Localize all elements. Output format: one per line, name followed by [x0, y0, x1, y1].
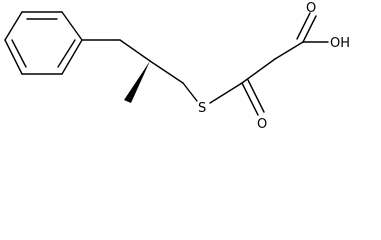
- stereo-wedge-methyl: [124, 61, 150, 103]
- bond-chiral-ch2: [149, 60, 184, 84]
- structure-canvas: S O O OH: [4, 1, 350, 132]
- ring-bond-3: [61, 39, 83, 75]
- ring-bond-2: [61, 11, 83, 41]
- bond-acid-double-a: [302, 15, 317, 43]
- bond-carbonyl-double-b: [247, 79, 265, 113]
- bond-ch2-sulfur: [182, 82, 198, 102]
- bond-carbonyl-ch2: [241, 58, 276, 84]
- hydroxyl-label: OH: [330, 36, 350, 51]
- bond-acid-double-b: [296, 12, 311, 40]
- atom-labels: S O O OH: [198, 1, 350, 132]
- ring-double-bond-3: [11, 39, 27, 68]
- bond-sulfur-carbonyl: [209, 82, 243, 104]
- carbon-chain: [81, 12, 329, 116]
- benzene-ring: [4, 11, 83, 75]
- molecule-diagram: S O O OH: [4, 1, 350, 132]
- ring-bond-5: [4, 39, 23, 75]
- bond-carbonyl-double-a: [241, 82, 259, 116]
- bond-ch2-ch2: [274, 41, 304, 60]
- acid-oxygen-label: O: [306, 1, 316, 16]
- bond-ch2-chiral: [119, 39, 151, 62]
- sulfur-label: S: [198, 101, 206, 116]
- ring-bond-6: [4, 11, 23, 41]
- carbonyl-oxygen-label: O: [257, 117, 267, 132]
- ring-double-bond-2: [57, 39, 76, 68]
